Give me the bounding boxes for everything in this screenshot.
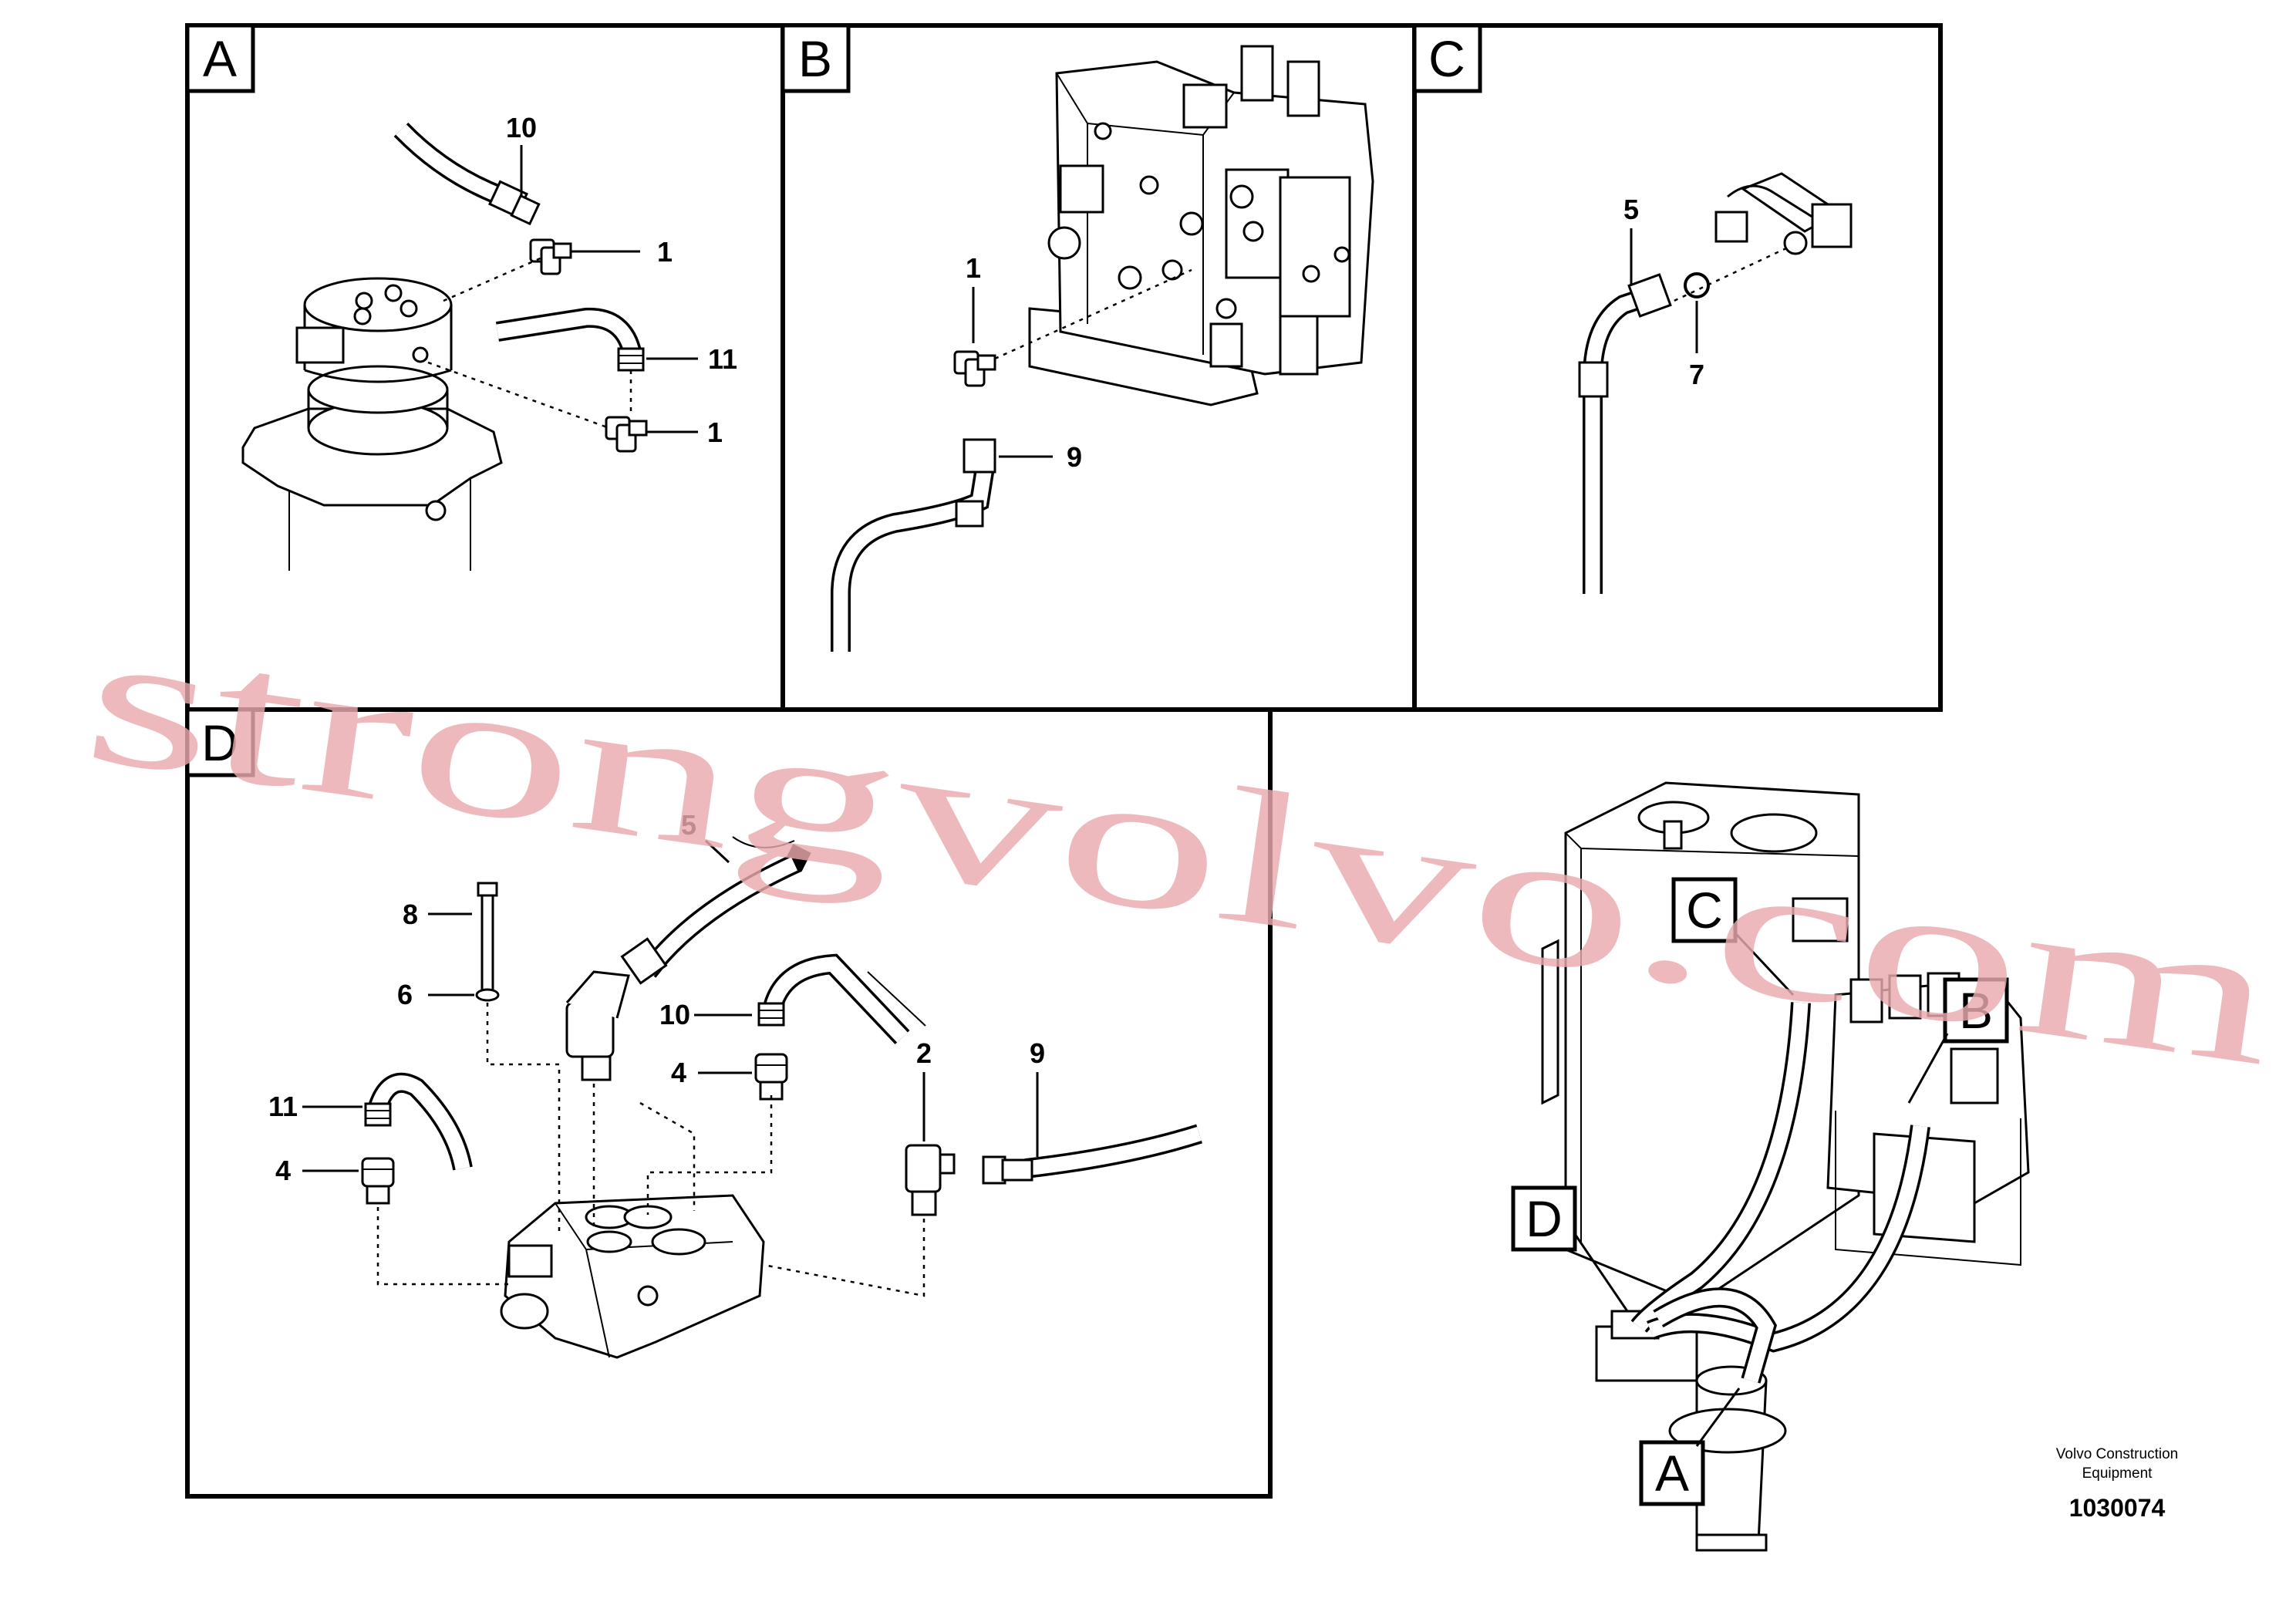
svg-text:11: 11 <box>708 343 737 375</box>
svg-text:2: 2 <box>916 1037 932 1069</box>
panel-c: C 5 7 <box>1412 23 1943 712</box>
panel-c-callouts: 5 7 <box>1623 194 1704 390</box>
swivel-joint <box>241 277 503 571</box>
svg-text:5: 5 <box>1623 194 1639 225</box>
hose-10 <box>393 122 541 226</box>
svg-text:8: 8 <box>403 899 418 930</box>
hose-9-d <box>982 1124 1202 1185</box>
washer-6 <box>475 988 500 1002</box>
caption-line-1: Volvo Construction <box>2056 1446 2178 1462</box>
panel-a-tag: A <box>185 23 255 93</box>
panel-c-letter: C <box>1428 30 1465 87</box>
svg-text:10: 10 <box>659 999 690 1030</box>
panel-a: A <box>185 23 785 712</box>
panel-b-letter: B <box>798 30 832 87</box>
svg-text:1: 1 <box>707 416 723 448</box>
panel-a-callouts: 10 1 11 1 <box>506 112 737 448</box>
svg-text:11: 11 <box>268 1091 298 1122</box>
svg-text:D: D <box>1526 1190 1563 1247</box>
hose-5-d <box>620 836 811 985</box>
panel-b-tag: B <box>781 23 851 93</box>
hose-11-d <box>364 1072 473 1171</box>
document-number: 1030074 <box>2069 1494 2166 1522</box>
caption-block: Volvo Construction Equipment 1030074 <box>2056 1446 2178 1522</box>
watermark: strongvolvo.com <box>74 588 2288 1107</box>
panel-c-tag: C <box>1412 23 1482 93</box>
overview-label-a: A <box>1639 1388 1741 1506</box>
elbow-fitting-2 <box>905 1144 956 1216</box>
svg-text:C: C <box>1686 882 1723 939</box>
overview-label-d: D <box>1511 1185 1629 1312</box>
svg-text:10: 10 <box>506 112 537 143</box>
panel-d-letter: D <box>201 714 238 771</box>
panel-a-letter: A <box>203 30 237 87</box>
elbow-fitting-1-bottom <box>605 416 648 453</box>
overview-label-b: B <box>1907 977 2009 1104</box>
hose-5 <box>1578 273 1672 594</box>
adapter-4-right <box>754 1053 788 1101</box>
svg-text:5: 5 <box>681 809 696 841</box>
overview-label-c: C <box>1671 877 1795 996</box>
svg-text:1: 1 <box>966 252 981 284</box>
sensor-unit <box>1714 172 1853 255</box>
elbow-fitting-large <box>565 970 630 1081</box>
elbow-fitting-1-top <box>529 238 572 275</box>
overview-assembly: C B D A <box>1511 781 2030 1552</box>
bolt-8 <box>477 882 498 997</box>
panel-d-callouts: 5 8 6 10 4 2 9 11 4 <box>268 809 1045 1186</box>
panel-b-callouts: 1 9 <box>966 252 1082 473</box>
panel-a-frame <box>185 23 785 712</box>
svg-text:4: 4 <box>671 1057 686 1088</box>
hose-9 <box>831 438 996 652</box>
elbow-fitting-1 <box>953 350 996 387</box>
panel-d-frame <box>185 707 1273 1499</box>
hose-11 <box>495 307 645 372</box>
svg-text:9: 9 <box>1030 1037 1045 1069</box>
panel-c-frame <box>1412 23 1943 712</box>
panel-b: B <box>781 23 1417 712</box>
caption-line-2: Equipment <box>2082 1465 2153 1482</box>
svg-text:4: 4 <box>275 1155 291 1186</box>
svg-text:B: B <box>1959 982 1993 1039</box>
panel-d: D <box>185 707 1273 1499</box>
svg-text:9: 9 <box>1067 441 1082 473</box>
o-ring-7 <box>1684 272 1710 298</box>
control-valve <box>1028 45 1374 406</box>
svg-text:A: A <box>1655 1445 1689 1502</box>
adapter-4-left <box>361 1157 395 1205</box>
svg-text:7: 7 <box>1689 359 1704 390</box>
hose-10-d <box>757 953 926 1044</box>
directional-valve <box>500 1194 765 1359</box>
svg-text:1: 1 <box>657 236 673 268</box>
panel-d-tag: D <box>185 707 255 777</box>
svg-text:6: 6 <box>397 979 413 1010</box>
